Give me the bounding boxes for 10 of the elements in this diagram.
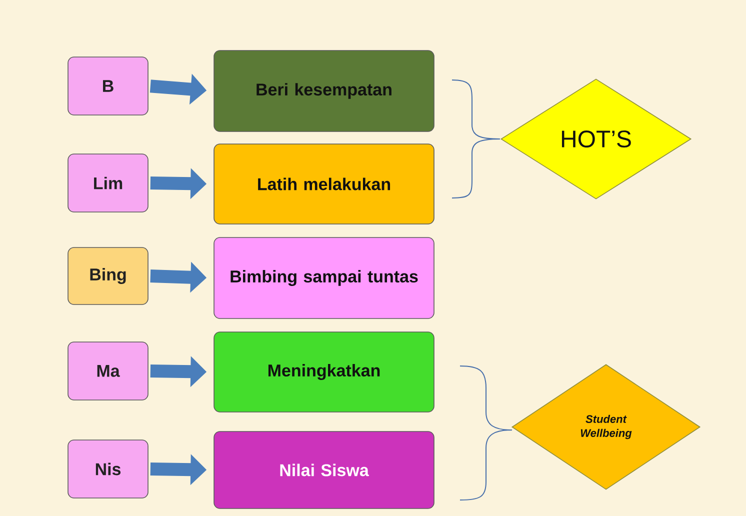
label-box: Nis [68, 440, 148, 498]
process-box: Latih melakukan [214, 144, 434, 224]
process-box: Bimbing sampai tuntas [214, 237, 434, 319]
process-box: Beri kesempatan [214, 50, 434, 132]
label-box: Bing [68, 247, 148, 305]
label-box: Ma [68, 342, 148, 400]
process-box: Meningkatkan [214, 332, 434, 412]
label-box: B [68, 56, 148, 116]
label-box: Lim [68, 154, 148, 212]
process-box: Nilai Siswa [214, 431, 434, 509]
